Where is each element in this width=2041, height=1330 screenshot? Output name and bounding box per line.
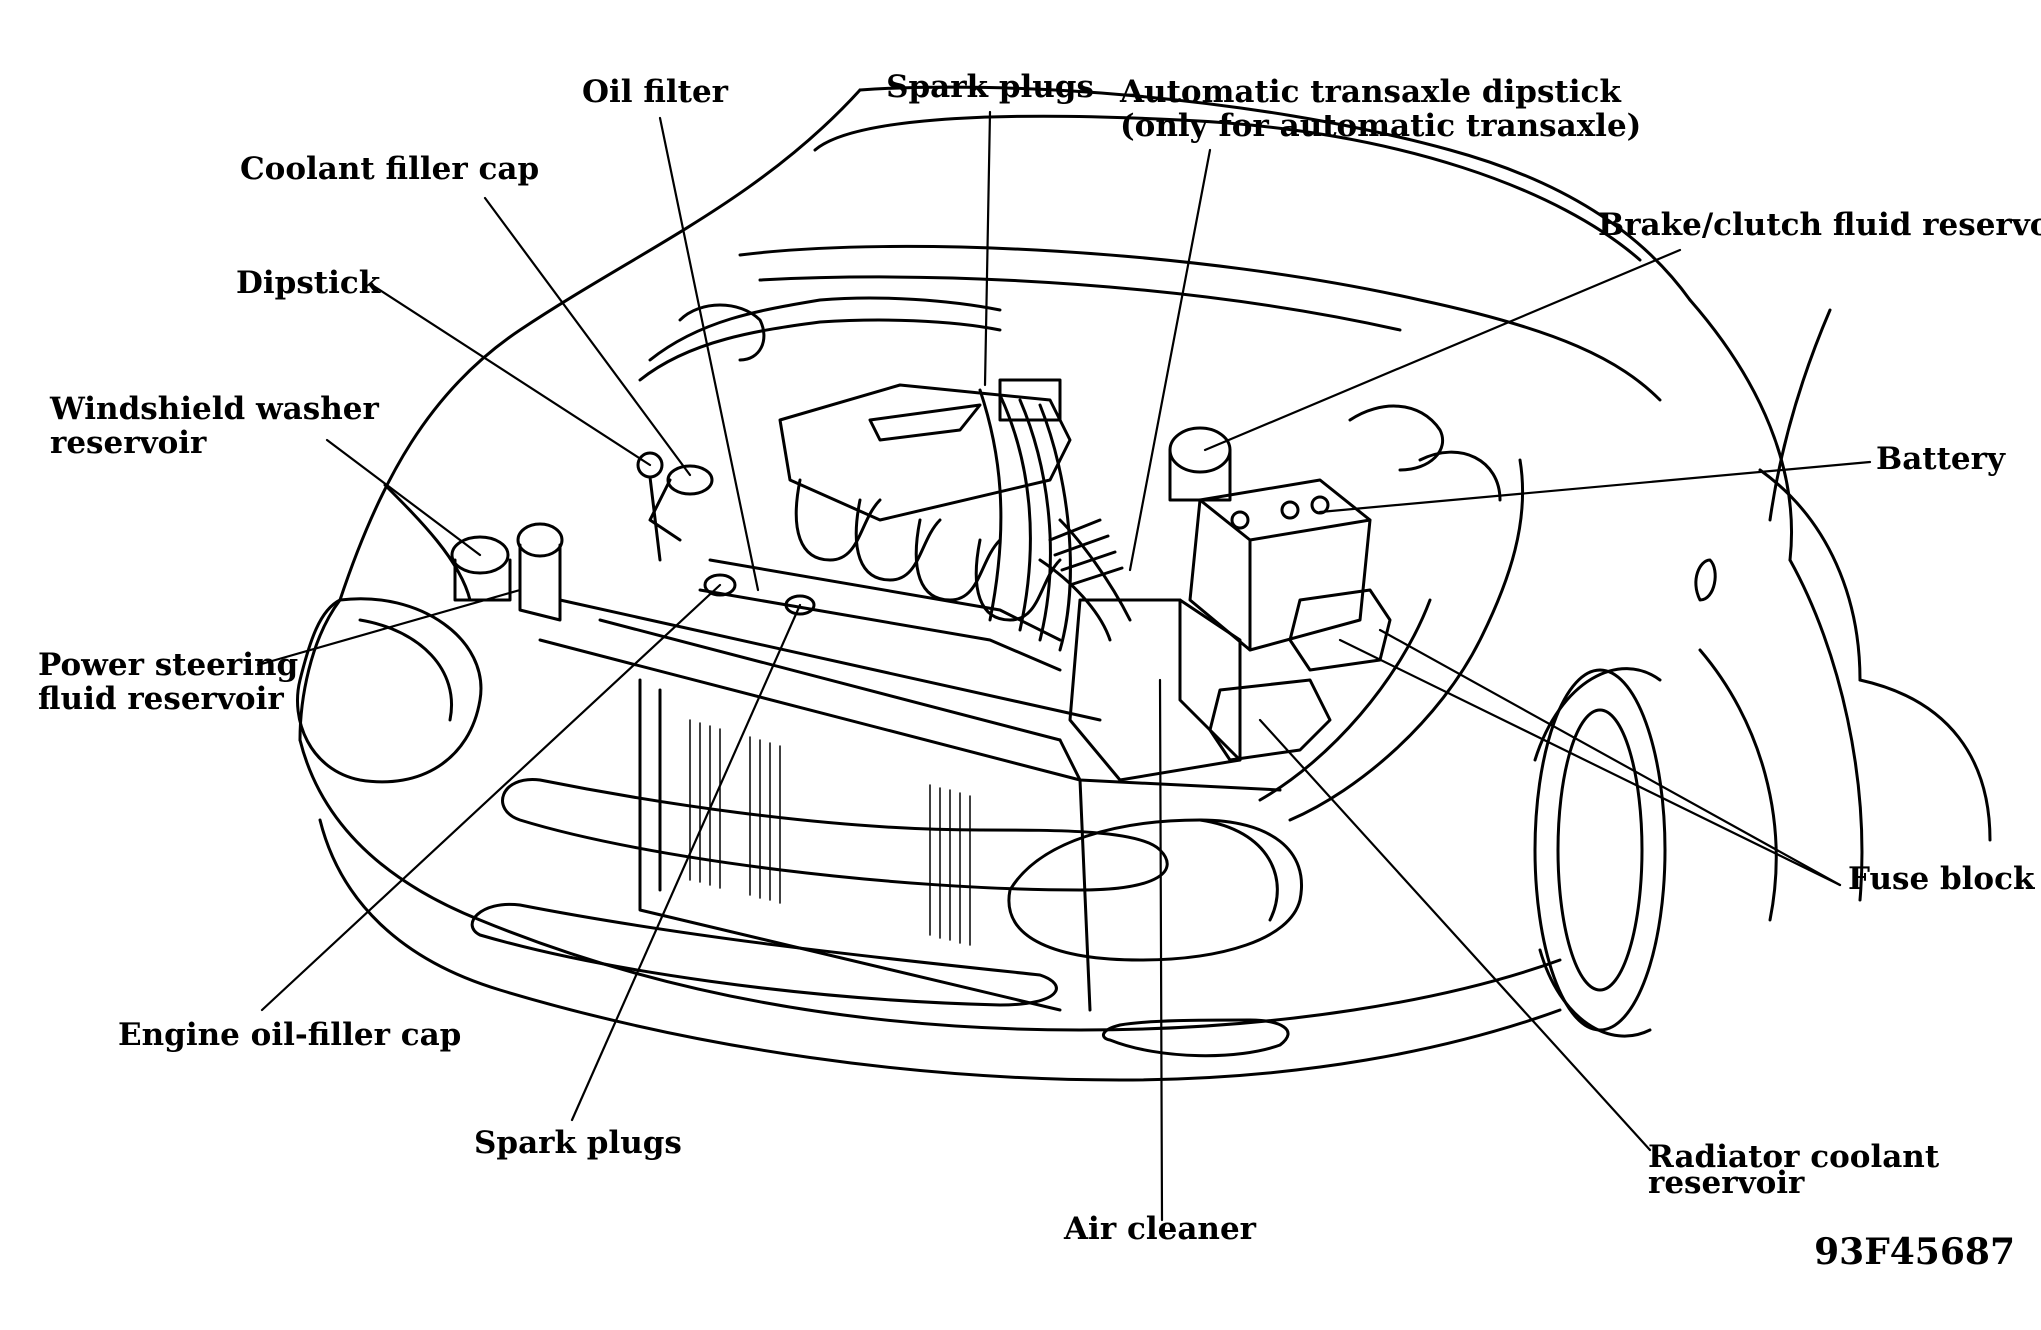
label-coolant-filler-cap: Coolant filler cap (240, 151, 540, 187)
label-air-cleaner: Air cleaner (1063, 1211, 1256, 1247)
label-washer-line2: reservoir (50, 425, 207, 461)
label-spark-plugs-top: Spark plugs (886, 69, 1094, 105)
label-radiator-line1: Radiator coolant (1648, 1139, 1940, 1175)
label-washer-line1: Windshield washer (50, 391, 379, 427)
label-automatic-transaxle-line1: Automatic transaxle dipstick (1120, 74, 1621, 110)
label-automatic-transaxle-line2: (only for automatic transaxle) (1120, 108, 1642, 144)
radiator-support (538, 598, 1282, 1012)
label-dipstick: Dipstick (236, 265, 381, 301)
engine (450, 296, 1502, 782)
label-power-steering-line1: Power steering (38, 647, 299, 683)
label-battery: Battery (1876, 441, 2005, 477)
car-body (296, 85, 1992, 1082)
figure-code: 93F45687 (1814, 1231, 2015, 1273)
label-fuse-block: Fuse block (1848, 861, 2035, 897)
label-radiator-coolant-reservoir: Radiator coolant reservoir (1648, 1140, 1939, 1200)
label-brake-clutch-fluid-reservoir: Brake/clutch fluid reservoir (1598, 207, 2041, 243)
label-spark-plugs-bottom: Spark plugs (474, 1125, 682, 1161)
label-engine-oil-filler-cap: Engine oil-filler cap (118, 1017, 462, 1053)
label-windshield-washer-reservoir: Windshield washer reservoir (50, 392, 379, 460)
label-power-steering-line2: fluid reservoir (38, 681, 284, 717)
label-power-steering-fluid-reservoir: Power steering fluid reservoir (38, 648, 298, 716)
label-oil-filter: Oil filter (581, 74, 729, 110)
label-radiator-line2: reservoir (1648, 1165, 1805, 1201)
leader-lines (256, 110, 1872, 1222)
label-automatic-transaxle-dipstick: Automatic transaxle dipstick (only for a… (1120, 74, 1642, 144)
